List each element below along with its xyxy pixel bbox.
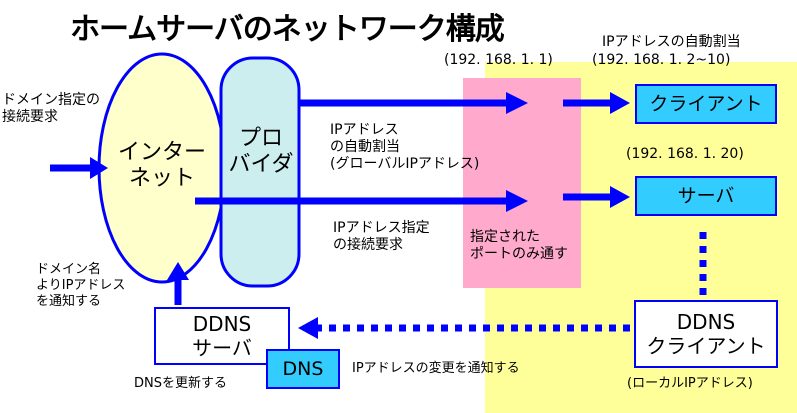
dns-label: DNS <box>282 358 324 380</box>
notify-ip-label: ドメイン名 よりIPアドレス を通知する <box>36 262 125 310</box>
dns-node: DNS <box>266 349 340 389</box>
client-arrow-head <box>610 92 630 114</box>
client-label: クライアント <box>649 93 763 115</box>
internet-label: インター ネット <box>112 140 212 192</box>
ddns-client-node: DDNS クライアント <box>634 300 778 368</box>
server-node: サーバ <box>635 176 777 216</box>
notify-arrow-head <box>298 317 318 339</box>
provider-line-1: プロ <box>238 126 283 151</box>
global-ip-line-2: の自動割当 <box>330 139 400 155</box>
router-ip-label: (192. 168. 1. 1) <box>444 52 553 68</box>
router-note-line-2: ポートのみ通す <box>470 246 568 262</box>
provider-line-2: バイダ <box>228 152 294 177</box>
provider-box <box>219 56 301 288</box>
domain-request-line-2: 接続要求 <box>2 109 58 125</box>
global-ip-line-3: (グローバルIPアドレス) <box>330 156 480 172</box>
local-ip-assign-label: IPアドレスの自動割当 <box>602 34 741 50</box>
notify-ip-line-1: ドメイン名 <box>36 262 102 277</box>
ddns-server-line-1: DDNS <box>192 312 252 336</box>
ip-connect-line-2: の接続要求 <box>333 237 403 253</box>
notify-change-label: IPアドレスの変更を通知する <box>352 361 520 376</box>
server-arrow-head <box>610 186 630 208</box>
server-ip-label: (192. 168. 1. 20) <box>626 146 744 162</box>
page-title: ホームサーバのネットワーク構成 <box>70 12 505 47</box>
domain-request-label: ドメイン指定の 接続要求 <box>2 92 100 126</box>
ddns-server-line-2: サーバ <box>192 336 252 360</box>
auto-assign-arrow-head <box>506 92 528 114</box>
client-node: クライアント <box>635 84 777 124</box>
router-note: 指定された ポートのみ通す <box>470 229 568 263</box>
domain-request-line-1: ドメイン指定の <box>2 92 100 108</box>
internet-line-1: インター <box>117 140 206 165</box>
server-label: サーバ <box>677 185 735 207</box>
router-box <box>463 78 581 288</box>
local-ip-label: (ローカルIPアドレス) <box>627 376 753 391</box>
notify-ip-line-3: を通知する <box>36 294 102 309</box>
dns-update-label: DNSを更新する <box>134 376 227 391</box>
notify-ip-line-2: よりIPアドレス <box>36 278 126 293</box>
client-ip-range-label: (192. 168. 1. 2~10) <box>592 52 731 68</box>
ip-connect-request-label: IPアドレス指定 の接続要求 <box>333 220 430 254</box>
router-note-line-1: 指定された <box>470 229 540 245</box>
global-ip-assign-label: IPアドレス の自動割当 (グローバルIPアドレス) <box>330 122 479 173</box>
ddns-up-arrow-head <box>167 262 189 280</box>
request-arrow-head <box>90 157 108 179</box>
ddns-client-line-2: クライアント <box>646 334 766 358</box>
provider-label: プロ バイダ <box>225 126 297 178</box>
internet-line-2: ネット <box>128 166 195 191</box>
global-ip-line-1: IPアドレス <box>330 122 399 138</box>
ip-connect-line-1: IPアドレス指定 <box>333 220 430 236</box>
connect-arrow-head <box>506 190 528 212</box>
ddns-client-line-1: DDNS <box>676 310 736 334</box>
